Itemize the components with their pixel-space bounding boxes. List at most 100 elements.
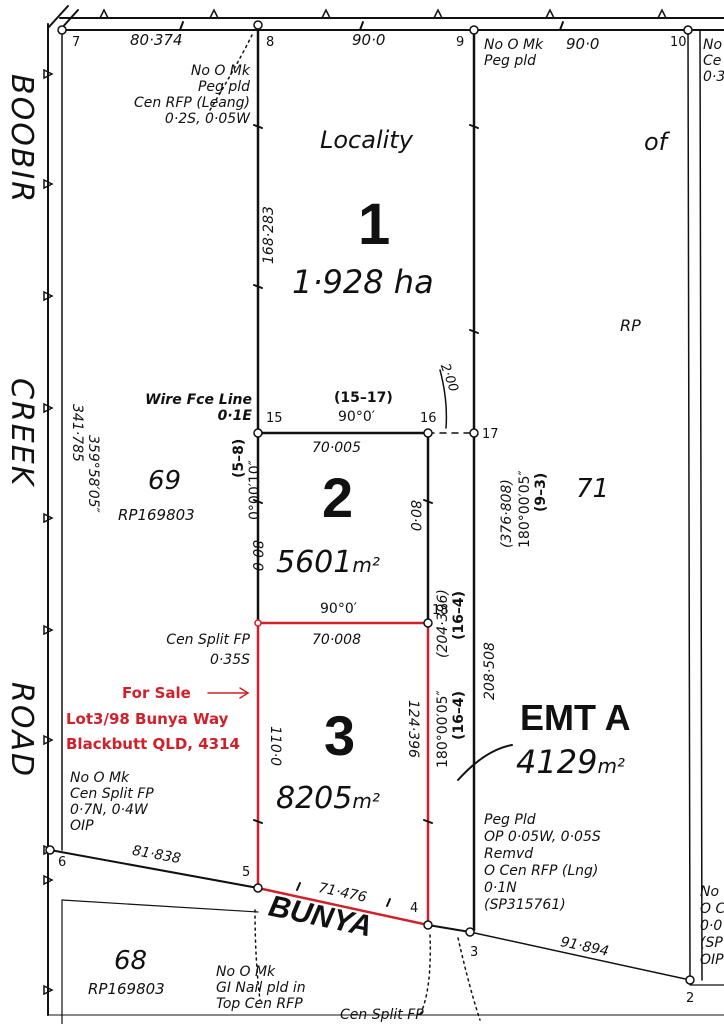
lot-69-plan: RP169803 bbox=[118, 506, 195, 524]
note-line: No O Mk bbox=[216, 964, 276, 980]
lot-3-number: 3 bbox=[324, 704, 356, 767]
note-point-9: No O Mk Peg pld bbox=[484, 37, 543, 69]
lot-2-unit: m² bbox=[352, 553, 380, 577]
point-marker-2 bbox=[685, 975, 695, 985]
point-2: 2 bbox=[686, 991, 695, 1006]
note-line: 0·1N bbox=[484, 880, 517, 896]
point-10: 10 bbox=[670, 35, 687, 50]
point-5: 5 bbox=[242, 865, 251, 880]
lot-3-area: 8205 bbox=[276, 781, 353, 816]
note-line: (SP315761) bbox=[484, 897, 566, 913]
point-marker-15 bbox=[253, 428, 263, 438]
note-line: OP 0·05W, 0·05S bbox=[484, 829, 601, 845]
note-line: No O Mk bbox=[484, 37, 544, 53]
note-wire-fence: Wire Fce Line 0·1E bbox=[120, 392, 252, 424]
point-16: 16 bbox=[420, 411, 437, 426]
note-line: No O Mk bbox=[190, 63, 250, 79]
lot-1-area: 1·928 ha bbox=[292, 263, 434, 301]
bracket-5-8: (5–8) bbox=[231, 438, 247, 478]
bracket-16-4-a: (16–4) bbox=[451, 590, 467, 640]
point-4: 4 bbox=[410, 901, 419, 916]
note-point-4: Cen Split FP bbox=[340, 1007, 424, 1023]
note-line: 0·0 bbox=[700, 918, 723, 934]
distance-16-18: 80·0 bbox=[407, 500, 423, 532]
distance-4-18: 124·396 bbox=[405, 700, 421, 758]
distance-18-lot3-top: 70·008 bbox=[312, 632, 361, 648]
note-line: No bbox=[703, 37, 723, 53]
note-line: OIP bbox=[70, 818, 94, 834]
angle-18: 90°0′ bbox=[320, 601, 357, 617]
note-line: 0·2S, 0·05W bbox=[164, 111, 250, 127]
distance-left-road: 341·785 bbox=[69, 404, 85, 462]
distance-15-18: 80·0 bbox=[249, 540, 265, 572]
note-point-3: Peg Pld OP 0·05W, 0·05S Remvd O Cen RFP … bbox=[484, 812, 601, 914]
point-marker-9 bbox=[469, 25, 479, 35]
lot-2-area: 5601 bbox=[276, 545, 353, 580]
distance-7-8: 80·374 bbox=[130, 31, 183, 49]
point-marker-5 bbox=[253, 883, 263, 893]
note-line: 0·35S bbox=[209, 652, 250, 668]
lot-3-unit: m² bbox=[352, 789, 380, 813]
note-line: Cen Split FP bbox=[70, 786, 154, 802]
distance-5-18: 110·0 bbox=[267, 726, 283, 767]
point-3: 3 bbox=[470, 945, 479, 960]
distance-8-15: 168·283 bbox=[261, 206, 277, 264]
note-line: GI Nail pld in bbox=[216, 980, 306, 996]
note-line: Cen Split FP bbox=[166, 632, 250, 648]
note-line: Peg Pld bbox=[484, 812, 536, 828]
point-18: 18 bbox=[432, 603, 449, 618]
lot-2-number: 2 bbox=[322, 466, 354, 529]
easement-unit: m² bbox=[597, 754, 625, 778]
for-sale-address-line2: Blackbutt QLD, 4314 bbox=[66, 735, 240, 753]
distance-17-3: 208·508 bbox=[482, 642, 498, 700]
note-line: 0·1E bbox=[217, 408, 252, 424]
locality-of: of bbox=[644, 128, 668, 156]
note-line: Cen RFP (Leang) bbox=[133, 95, 250, 111]
note-line: Remvd bbox=[484, 846, 534, 862]
bearing-left: 359°58′05″ bbox=[85, 435, 101, 513]
note-line: Wire Fce Line bbox=[145, 392, 252, 408]
note-line: Top Cen RFP bbox=[216, 996, 303, 1012]
boundary-4-3 bbox=[427, 924, 471, 933]
lot-2-area-group: 5601m² bbox=[276, 548, 380, 578]
lot-71-number: 71 bbox=[576, 474, 610, 504]
road-name-boobir: BOOBIR bbox=[4, 74, 39, 205]
note-line: O Cen RFP (Lng) bbox=[484, 863, 599, 879]
bracket-16-4-b: (16–4) bbox=[451, 690, 467, 740]
point-17: 17 bbox=[482, 427, 499, 442]
note-line: (SP bbox=[700, 935, 723, 951]
for-sale-address-line1: Lot3/98 Bunya Way bbox=[66, 710, 229, 728]
point-marker-17 bbox=[469, 428, 479, 438]
note-point-6: No O Mk Cen Split FP 0·7N, 0·4W OIP bbox=[70, 770, 154, 834]
note-line: Ce bbox=[703, 53, 722, 69]
point-6: 6 bbox=[58, 855, 67, 870]
lot-68-number: 68 bbox=[114, 946, 148, 976]
lot-69-number: 69 bbox=[148, 466, 182, 496]
note-point-2: No O C 0·0 (SP OIP bbox=[700, 884, 724, 969]
lot-3-highlight bbox=[256, 621, 430, 927]
easement-area: 4129 bbox=[516, 743, 598, 781]
point-9: 9 bbox=[456, 35, 465, 50]
note-point-10: No Ce 0·3 bbox=[703, 37, 724, 85]
point-marker-10 bbox=[683, 25, 693, 35]
note-line: Peg pld bbox=[197, 79, 250, 95]
road-name-road: ROAD bbox=[4, 682, 39, 779]
bracket-15-17: (15–17) bbox=[334, 390, 393, 406]
note-line: 0·3 bbox=[703, 69, 724, 85]
angle-15-16: 90°0′ bbox=[338, 409, 375, 425]
lot-1-locality: Locality bbox=[320, 126, 413, 154]
note-line: 0·7N, 0·4W bbox=[70, 802, 148, 818]
note-line: No O Mk bbox=[70, 770, 130, 786]
angle-180-top: 180°00′05″ bbox=[517, 470, 533, 548]
point-marker-7 bbox=[57, 25, 67, 35]
distance-9-10: 90·0 bbox=[566, 35, 600, 53]
note-line: Peg pld bbox=[484, 53, 537, 69]
bracket-9-3: (9–3) bbox=[533, 472, 549, 512]
distance-8-9: 90·0 bbox=[352, 31, 386, 49]
bracket-204: (204·396) bbox=[435, 589, 451, 658]
easement-label: EMT A bbox=[520, 697, 631, 738]
point-7: 7 bbox=[72, 35, 81, 50]
point-marker-6 bbox=[45, 845, 55, 855]
lot-68-plan: RP169803 bbox=[88, 980, 165, 998]
